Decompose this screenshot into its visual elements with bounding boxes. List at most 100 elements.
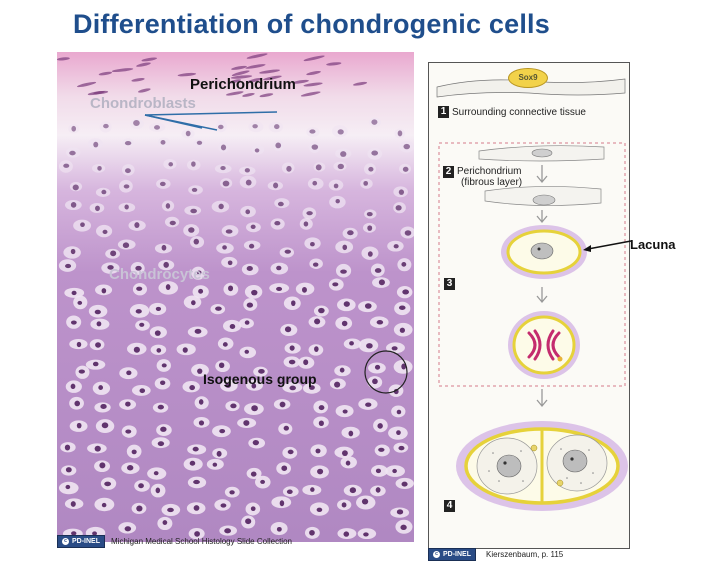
chondrocyte-nucleus <box>224 528 232 534</box>
chondrocyte-nucleus <box>317 468 324 475</box>
chondrocyte-nucleus <box>260 479 266 484</box>
chondrocyte-nucleus <box>254 148 260 153</box>
chondrocyte-nucleus <box>124 526 132 532</box>
chondrocyte-nucleus <box>400 524 407 531</box>
chondrocyte-nucleus <box>107 265 114 270</box>
chondrocyte-nucleus <box>218 203 224 210</box>
chondrocyte-nucleus <box>229 323 236 329</box>
step-1: 1 Surrounding connective tissue <box>438 106 586 118</box>
chondrocyte-nucleus <box>251 383 257 389</box>
chondrocyte-nucleus <box>376 320 384 325</box>
chondrocyte-nucleus <box>301 286 307 293</box>
chondrocyte-nucleus <box>245 209 251 215</box>
chondrocyte-nucleus <box>403 143 411 150</box>
chondrocyte-nucleus <box>190 208 197 214</box>
chondrocyte-nucleus <box>69 150 76 156</box>
chondrocyte-nucleus <box>188 227 195 233</box>
chondrocyte-nucleus <box>274 221 281 226</box>
chondrocyte-nucleus <box>220 166 226 171</box>
creative-commons-icon: c <box>62 538 69 545</box>
down-arrow-icon <box>536 210 548 224</box>
chondrocyte-nucleus <box>343 531 350 537</box>
chondrocyte-nucleus <box>193 505 200 511</box>
chondrocyte-nucleus <box>378 279 385 286</box>
chondrocyte-nucleus <box>375 468 381 474</box>
chondrocyte-nucleus <box>124 204 129 210</box>
chondrocyte-nucleus <box>77 300 83 305</box>
chondrocyte-nucleus <box>341 450 348 457</box>
chondrocyte-nucleus <box>71 125 77 132</box>
chondrocyte-nucleus <box>318 307 325 314</box>
chondrocytes-label: Chondrocytes <box>109 266 210 283</box>
chondrocyte-nucleus <box>101 502 107 508</box>
chondrocyte-nucleus <box>123 184 130 189</box>
chondrocyte-nucleus <box>377 423 383 429</box>
lipid-droplet <box>530 444 538 452</box>
chondrocyte-nucleus <box>318 420 324 427</box>
step-number: 2 <box>443 166 454 178</box>
sox9-region-box <box>438 142 626 387</box>
chondrocyte-nucleus <box>103 123 109 129</box>
chondrocyte-nucleus <box>70 202 77 208</box>
chondrocyte-nucleus <box>96 321 102 327</box>
chondrocyte-nucleus <box>349 487 357 494</box>
chondrocyte-nucleus <box>124 140 132 146</box>
chondrocyte-nucleus <box>70 383 76 390</box>
chondrocyte-nucleus <box>284 326 292 333</box>
chondrocyte-nucleus <box>168 162 174 167</box>
chondrocyte-nucleus <box>246 266 253 272</box>
chondrocyte-nucleus <box>251 405 258 412</box>
chondrocyte-nucleus <box>398 305 406 310</box>
fibroblast-nucleus <box>263 75 282 81</box>
chondrocyte-nucleus <box>303 359 309 366</box>
chondrocyte-nucleus <box>393 244 399 249</box>
chondrocyte-nucleus <box>374 268 382 273</box>
chondrocyte-nucleus <box>191 187 198 192</box>
chondrocyte-nucleus <box>98 385 104 391</box>
chondrocyte-nucleus <box>92 361 99 367</box>
chondrocyte-nucleus <box>74 400 81 407</box>
fibroblast-nucleus <box>303 82 323 87</box>
chondrocyte-nucleus <box>371 119 378 125</box>
chondrocyte-nucleus <box>162 520 168 525</box>
fibroblast-nucleus <box>231 70 250 76</box>
chondrocyte-nucleus <box>92 531 97 536</box>
lipid-droplet <box>556 479 564 487</box>
chondrocyte-nucleus <box>366 211 373 217</box>
chondrocyte-nucleus <box>155 306 162 311</box>
chondrocyte-nucleus <box>154 330 161 336</box>
chondrocyte-nucleus <box>252 440 260 446</box>
chondrocyte-nucleus <box>309 529 315 536</box>
chondrocyte-nucleus <box>246 302 254 308</box>
chondrocyte-nucleus <box>156 348 162 353</box>
chondrocyte-nucleus <box>347 230 354 236</box>
cytoplasm-granules <box>488 448 594 484</box>
chondrocyte-nucleus <box>104 481 112 487</box>
fibroblast-nucleus <box>231 65 247 70</box>
chondrocyte-nucleus <box>392 468 397 474</box>
chondrocyte-nucleus <box>363 532 369 537</box>
step-2: 2 Perichondrium (fibrous layer) <box>443 166 522 188</box>
step-number: 3 <box>444 278 455 290</box>
centriole <box>557 356 563 362</box>
chondrocyte-nucleus <box>396 430 401 436</box>
chondrocyte-nucleus <box>250 471 257 477</box>
diagram-credit-text: Kierszenbaum, p. 115 <box>486 550 564 559</box>
chondrocyte-nucleus <box>245 518 252 525</box>
chondrocyte-nucleus <box>225 383 231 388</box>
chondrocyte-nucleus <box>139 388 146 394</box>
chondrocyte-cells <box>57 53 414 540</box>
chondrocyte-nucleus <box>401 363 407 370</box>
chondrocyte-nucleus <box>368 166 374 172</box>
chondrocyte-nucleus <box>70 320 77 325</box>
chondrocyte-nucleus <box>252 124 258 129</box>
cell-nucleus <box>562 449 588 473</box>
chondrocyte-nucleus <box>191 161 196 167</box>
chondrocyte-nucleus <box>222 245 227 250</box>
chondrocyte-nucleus <box>337 163 344 170</box>
chondrocyte-nucleus <box>367 225 373 231</box>
chondrocyte-nucleus <box>189 460 196 466</box>
chondrocyte-nucleus <box>138 483 144 489</box>
chondrocyte-nucleus <box>159 181 166 187</box>
